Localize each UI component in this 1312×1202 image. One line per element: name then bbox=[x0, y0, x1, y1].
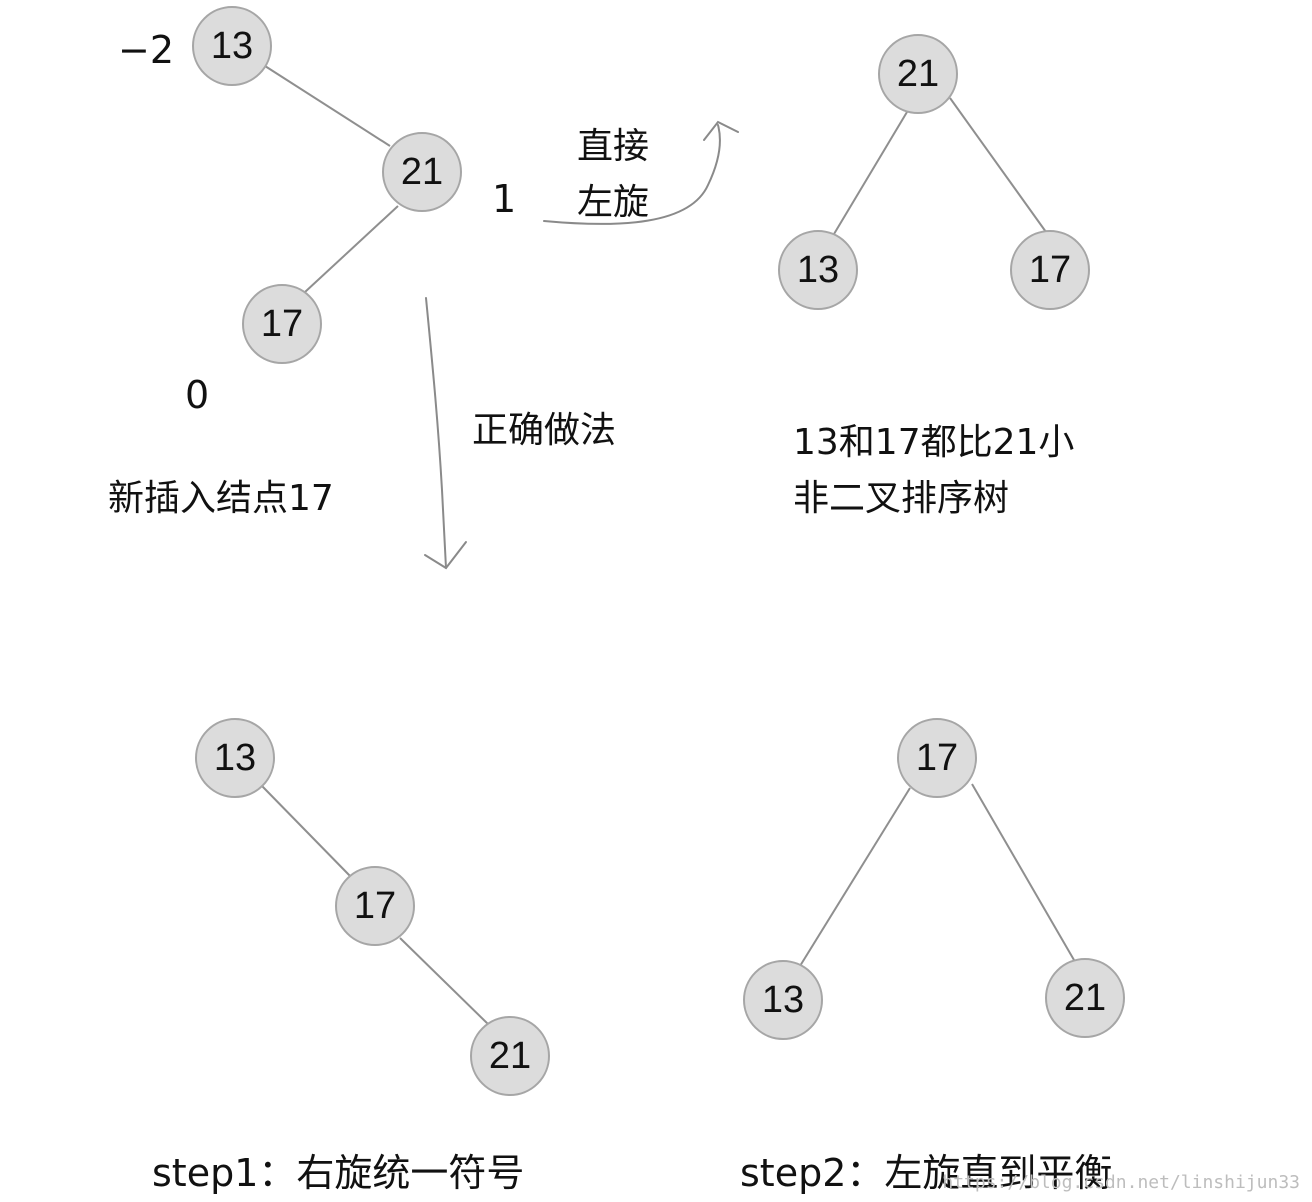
label-direct-line2: 左旋 bbox=[577, 182, 649, 223]
watermark-url: https://blog.csdn.net/linshijun33 bbox=[942, 1172, 1300, 1193]
node-21: 21 bbox=[1045, 958, 1125, 1038]
node-17: 17 bbox=[242, 284, 322, 364]
svg-text:21: 21 bbox=[897, 53, 939, 95]
edge-13-21 bbox=[264, 65, 391, 147]
caption-step1: step1：右旋统一符号 bbox=[152, 1151, 524, 1195]
arrow-head bbox=[424, 541, 467, 570]
svg-text:13: 13 bbox=[762, 979, 804, 1021]
step1-tree: 13 17 21 step1：右旋统一符号 bbox=[152, 718, 550, 1195]
original-tree: 13 21 17 −2 1 0 新插入结点17 bbox=[108, 6, 516, 519]
edge-17-13 bbox=[799, 787, 911, 967]
caption-wrong-line1: 13和17都比21小 bbox=[793, 422, 1074, 463]
wrong-tree: 21 13 17 13和17都比21小 非二叉排序树 bbox=[778, 34, 1090, 519]
svg-text:17: 17 bbox=[261, 303, 303, 345]
label-direct-line1: 直接 bbox=[577, 126, 649, 167]
node-21: 21 bbox=[878, 34, 958, 114]
edge-21-13 bbox=[833, 111, 908, 235]
curved-arrow bbox=[543, 124, 721, 225]
edge-21-17 bbox=[304, 205, 399, 293]
node-13: 13 bbox=[195, 718, 275, 798]
node-17: 17 bbox=[1010, 230, 1090, 310]
svg-text:13: 13 bbox=[214, 737, 256, 779]
node-13: 13 bbox=[743, 960, 823, 1040]
svg-text:17: 17 bbox=[916, 737, 958, 779]
svg-text:17: 17 bbox=[354, 885, 396, 927]
step2-tree: 17 13 21 step2：左旋直到平衡 bbox=[740, 718, 1125, 1195]
svg-text:21: 21 bbox=[489, 1035, 531, 1077]
arrow-direct-left-rotation: 直接 左旋 bbox=[543, 120, 739, 225]
caption-wrong-line2: 非二叉排序树 bbox=[793, 478, 1009, 519]
node-17: 17 bbox=[335, 866, 415, 946]
node-21: 21 bbox=[382, 132, 462, 212]
node-13: 13 bbox=[778, 230, 858, 310]
label-correct-method: 正确做法 bbox=[472, 410, 616, 451]
caption-step2: step2：左旋直到平衡 bbox=[740, 1151, 1112, 1195]
balance-factor-17: 0 bbox=[185, 373, 209, 417]
arrow-correct-method: 正确做法 bbox=[424, 297, 616, 570]
node-21: 21 bbox=[470, 1016, 550, 1096]
svg-text:13: 13 bbox=[211, 25, 253, 67]
edge-13-17 bbox=[261, 785, 353, 879]
svg-text:21: 21 bbox=[1064, 977, 1106, 1019]
balance-factor-21: 1 bbox=[492, 177, 516, 221]
down-arrow bbox=[425, 297, 447, 569]
svg-text:21: 21 bbox=[401, 151, 443, 193]
edge-21-17 bbox=[949, 97, 1047, 233]
arrow-head bbox=[703, 120, 739, 141]
node-13: 13 bbox=[192, 6, 272, 86]
caption-new-node: 新插入结点17 bbox=[108, 478, 334, 519]
node-17: 17 bbox=[897, 718, 977, 798]
balance-factor-13: −2 bbox=[118, 28, 174, 72]
svg-text:13: 13 bbox=[797, 249, 839, 291]
svg-text:17: 17 bbox=[1029, 249, 1071, 291]
edge-17-21 bbox=[971, 783, 1075, 961]
edge-17-21 bbox=[399, 937, 491, 1027]
